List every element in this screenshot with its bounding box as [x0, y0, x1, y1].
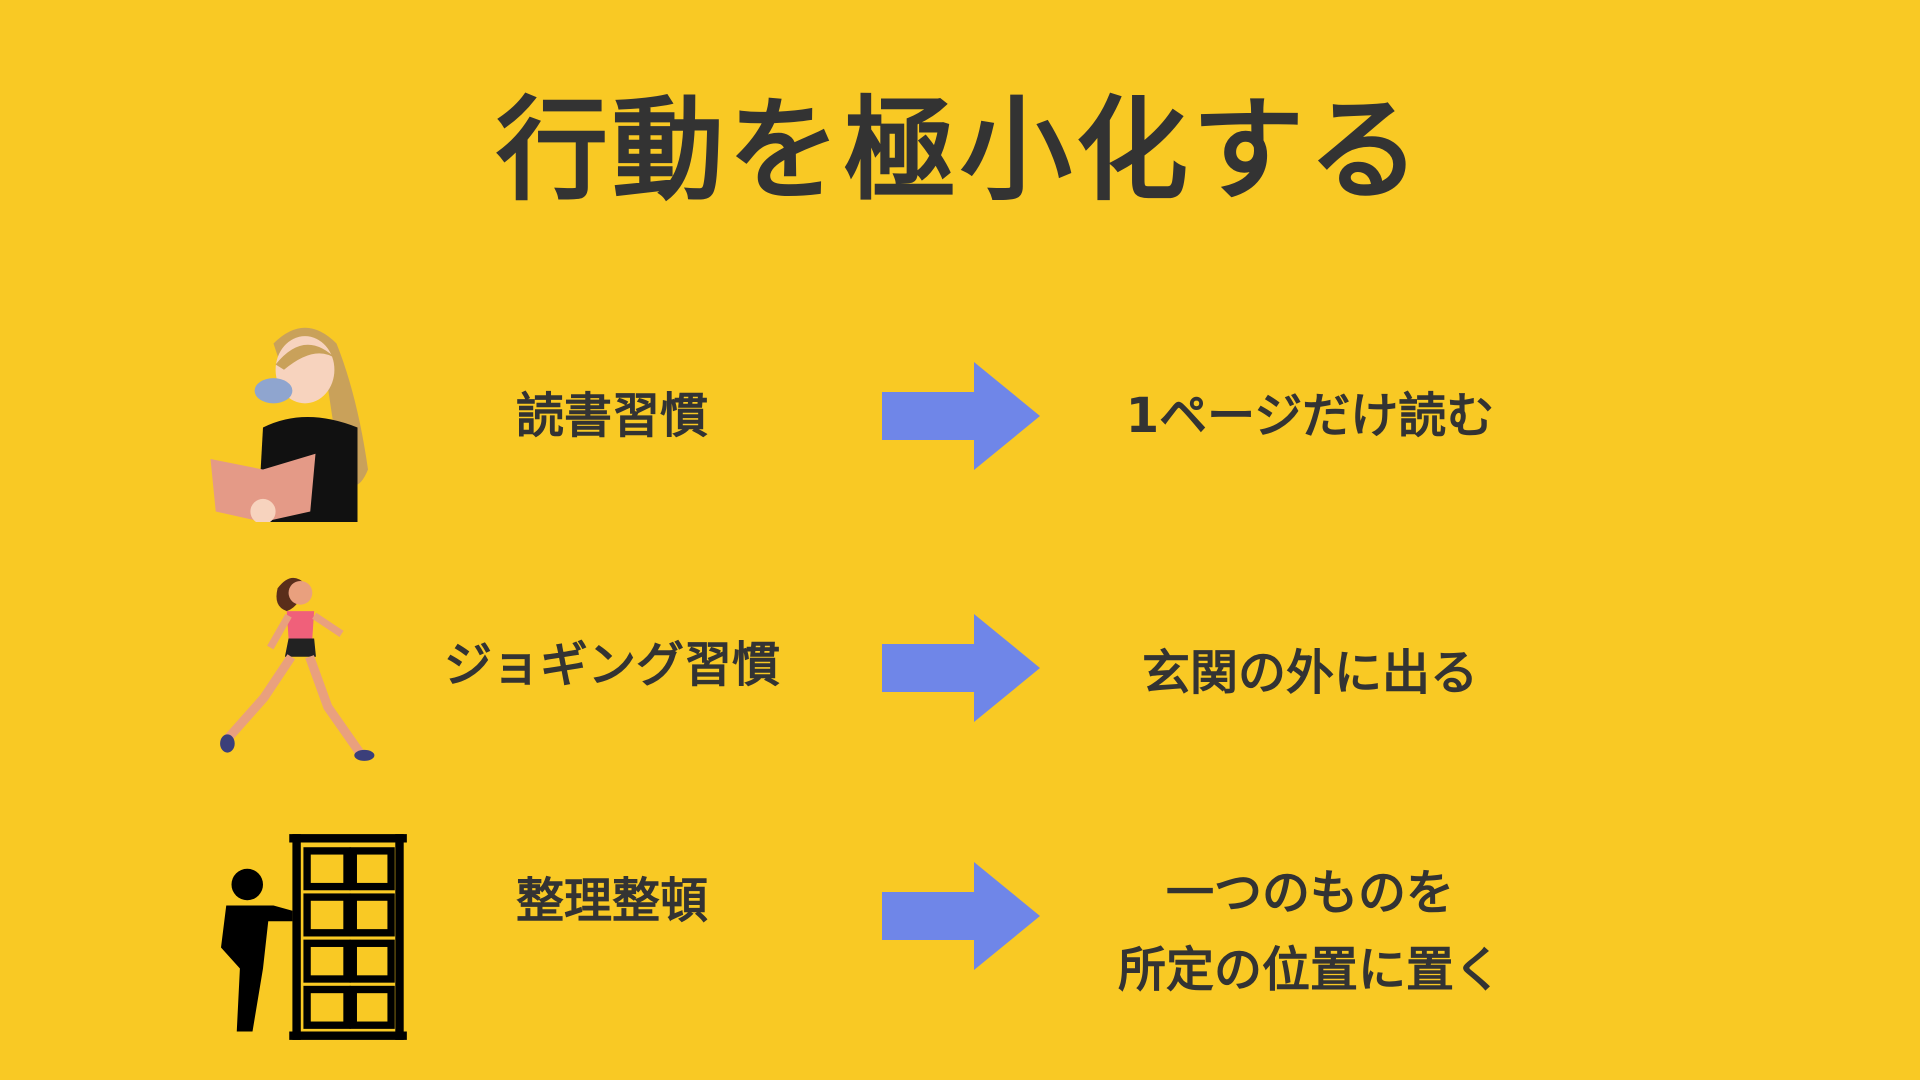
action-label: 1ページだけ読む — [1125, 388, 1495, 444]
arrow-right-icon — [882, 614, 1040, 722]
jogging-woman-icon — [220, 577, 375, 761]
action-label-multiline: 一つのものを 所定の位置に置く — [1050, 855, 1570, 1009]
habit-label: 読書習慣 — [515, 388, 708, 444]
page-title: 行動を極小化する — [496, 86, 1424, 216]
arrow-right-icon — [882, 362, 1040, 470]
action-line-2: 所定の位置に置く — [1117, 941, 1502, 998]
action-label: 玄関の外に出る — [1141, 645, 1478, 701]
action-line-1: 一つのものを — [1165, 865, 1454, 921]
habit-label: ジョギング習慣 — [443, 637, 780, 693]
arrow-right-icon — [882, 862, 1040, 970]
shelf-person-icon — [221, 834, 407, 1040]
reading-woman-icon — [210, 327, 368, 522]
habit-label: 整理整頓 — [515, 873, 708, 929]
